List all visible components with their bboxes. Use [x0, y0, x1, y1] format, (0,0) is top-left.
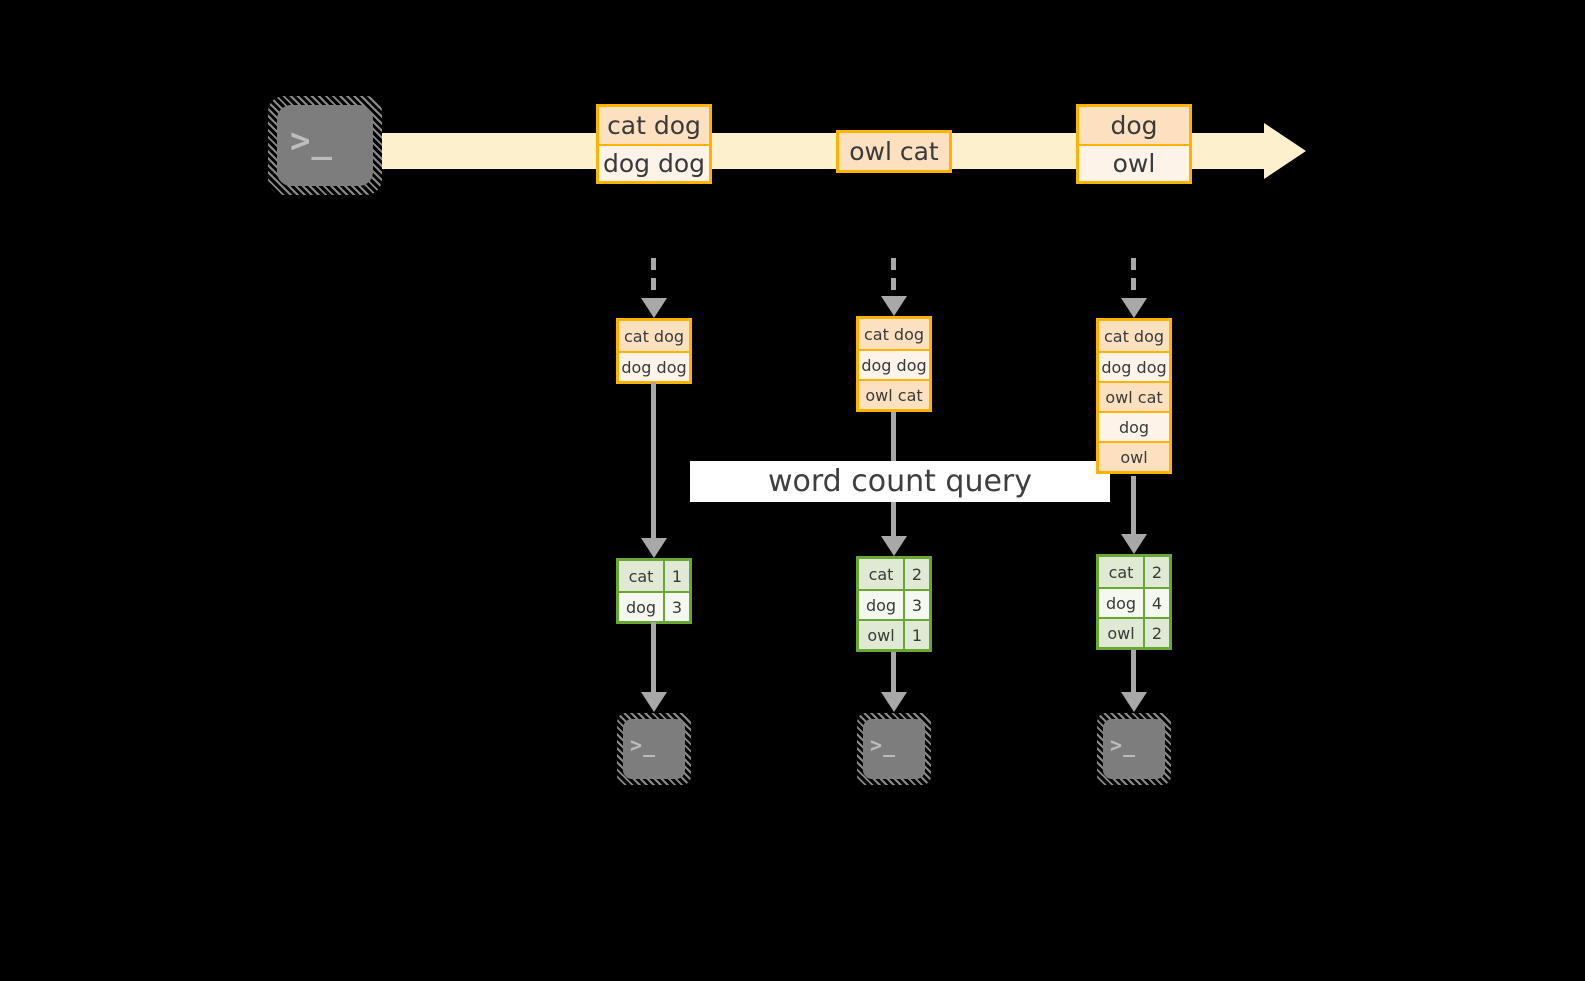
- stream-event-line: cat dog: [599, 107, 709, 144]
- terminal-prompt-glyph: >_: [870, 733, 897, 757]
- terminal-prompt-glyph: >_: [290, 121, 333, 161]
- stream-event-line: dog: [1079, 107, 1189, 144]
- result-word: owl: [859, 621, 905, 649]
- result-table-1: cat 1 dog 3: [616, 558, 692, 624]
- input-table-3-overlay: cat dog dog dog owl cat dog owl: [1096, 318, 1172, 474]
- sink-arrowhead-2: [881, 692, 907, 712]
- sink-terminal-icon-2: >_: [857, 713, 931, 785]
- trigger-arrowhead-3: [1121, 298, 1147, 318]
- result-count: 3: [905, 591, 929, 619]
- result-row: dog 3: [859, 589, 929, 619]
- query-arrow-line-3: [1131, 476, 1136, 548]
- result-count: 2: [1145, 619, 1169, 647]
- result-row: cat 2: [1099, 557, 1169, 587]
- terminal-body: [863, 719, 925, 779]
- input-row: dog dog: [619, 351, 689, 381]
- stream-band-left: [368, 133, 600, 169]
- input-row: dog dog: [1099, 351, 1169, 381]
- input-row: dog dog: [859, 349, 929, 379]
- input-row: owl: [1099, 441, 1169, 471]
- terminal-body: [277, 105, 373, 186]
- trigger-arrowhead-2: [881, 296, 907, 316]
- sink-terminal-icon-3: >_: [1097, 713, 1171, 785]
- result-word: dog: [619, 593, 665, 621]
- sink-arrow-line-3: [1131, 650, 1136, 694]
- query-banner-label: word count query: [767, 464, 1033, 499]
- result-row: dog 3: [619, 591, 689, 621]
- stream-arrowhead: [1264, 123, 1306, 179]
- stream-event-2: owl cat: [836, 130, 952, 173]
- query-arrowhead-2: [881, 536, 907, 556]
- result-count: 1: [905, 621, 929, 649]
- input-row: owl cat: [1099, 381, 1169, 411]
- stream-event-line: owl: [1079, 144, 1189, 181]
- sink-arrow-line-1: [651, 622, 656, 694]
- stream-band-mid2: [1192, 133, 1266, 169]
- input-row: cat dog: [619, 321, 689, 351]
- result-word: dog: [859, 591, 905, 619]
- trigger-dashed-line-2: [891, 258, 896, 302]
- stream-event-1: cat dog dog dog: [596, 104, 712, 184]
- input-table-2: cat dog dog dog owl cat: [856, 316, 932, 412]
- result-row: cat 1: [619, 561, 689, 591]
- query-arrowhead-3: [1121, 534, 1147, 554]
- result-count: 2: [1145, 557, 1169, 587]
- trigger-arrowhead-1: [641, 298, 667, 318]
- trigger-dashed-line-3: [1131, 258, 1136, 304]
- result-table-3: cat 2 dog 4 owl 2: [1096, 554, 1172, 650]
- result-count: 3: [665, 593, 689, 621]
- sink-arrow-line-2: [891, 652, 896, 694]
- stream-event-line: dog dog: [599, 144, 709, 181]
- input-row: owl cat: [859, 379, 929, 409]
- terminal-body: [623, 719, 685, 779]
- result-word: dog: [1099, 589, 1145, 617]
- result-count: 4: [1145, 589, 1169, 617]
- sink-terminal-icon-1: >_: [617, 713, 691, 785]
- input-row: cat dog: [859, 319, 929, 349]
- result-row: owl 1: [859, 619, 929, 649]
- result-count: 2: [905, 559, 929, 589]
- result-word: cat: [619, 561, 665, 591]
- stream-event-3: dog owl: [1076, 104, 1192, 184]
- stream-event-line: owl cat: [839, 133, 949, 170]
- input-row: dog: [1099, 411, 1169, 441]
- query-arrow-line-1: [651, 382, 656, 552]
- input-table-1: cat dog dog dog: [616, 318, 692, 384]
- result-word: cat: [1099, 557, 1145, 587]
- trigger-dashed-line-1: [651, 258, 656, 304]
- source-terminal-icon: >_: [268, 96, 382, 195]
- query-banner: word count query: [690, 461, 1110, 502]
- sink-arrowhead-1: [641, 692, 667, 712]
- result-word: cat: [859, 559, 905, 589]
- result-row: owl 2: [1099, 617, 1169, 647]
- terminal-prompt-glyph: >_: [630, 733, 657, 757]
- input-row: cat dog: [1099, 321, 1169, 351]
- query-arrowhead-1: [641, 538, 667, 558]
- result-row: cat 2: [859, 559, 929, 589]
- terminal-body: [1103, 719, 1165, 779]
- result-row: dog 4: [1099, 587, 1169, 617]
- sink-arrowhead-3: [1121, 692, 1147, 712]
- result-word: owl: [1099, 619, 1145, 647]
- result-count: 1: [665, 561, 689, 591]
- result-table-2: cat 2 dog 3 owl 1: [856, 556, 932, 652]
- terminal-prompt-glyph: >_: [1110, 733, 1137, 757]
